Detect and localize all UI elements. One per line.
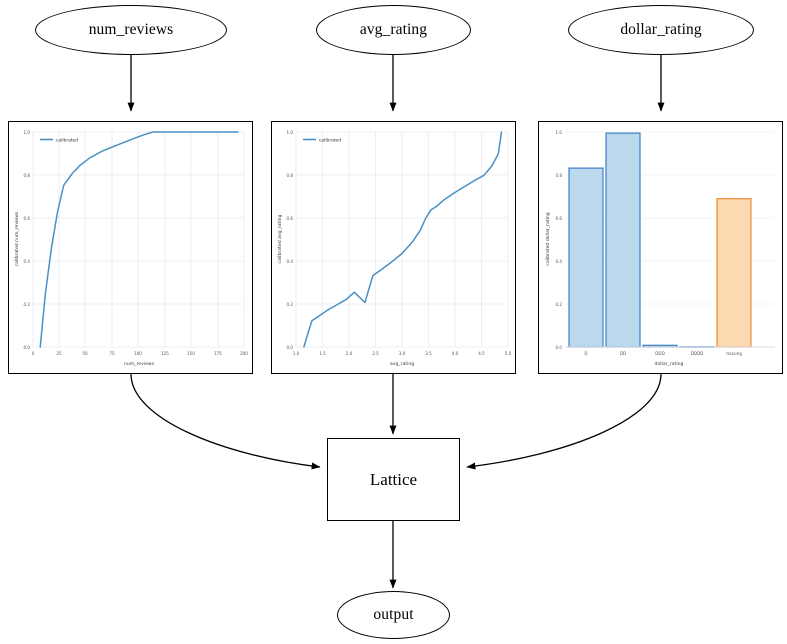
node-lattice-label: Lattice — [369, 469, 418, 489]
chart-num-reviews: calibrated 0.0 0.2 0.4 0.6 0.8 1.0 0 25 … — [9, 122, 252, 373]
y-axis-title: calibrated avg_rating — [277, 214, 283, 263]
calibrator-plot-dollar-rating[interactable]: 0.0 0.2 0.4 0.6 0.8 1.0 D DD DDD DDDD mi… — [538, 121, 783, 374]
legend: calibrated — [40, 137, 78, 143]
xtick-label: 3.5 — [425, 351, 432, 356]
ytick-label: 0.6 — [23, 216, 30, 221]
ytick-label: 0.0 — [23, 345, 30, 350]
xtick-label: 50 — [82, 351, 88, 356]
xtick-label: 5.0 — [505, 351, 512, 356]
calibrator-plot-avg-rating[interactable]: calibrated 0.0 0.2 0.4 0.6 0.8 1.0 1.0 1… — [271, 121, 516, 374]
node-num-reviews[interactable]: num_reviews — [35, 5, 227, 55]
x-axis-title: num_reviews — [124, 361, 155, 367]
grid-lines — [32, 131, 245, 348]
ytick-label: 0.2 — [23, 302, 30, 307]
xtick-label: 1.5 — [319, 351, 326, 356]
node-num-reviews-label: num_reviews — [88, 21, 174, 38]
xtick-label: 200 — [240, 351, 248, 356]
chart-avg-rating: calibrated 0.0 0.2 0.4 0.6 0.8 1.0 1.0 1… — [272, 122, 515, 373]
ytick-label: 0.6 — [555, 216, 562, 221]
grid-lines — [295, 131, 509, 348]
xtick-label: 25 — [56, 351, 62, 356]
calibrator-plot-num-reviews[interactable]: calibrated 0.0 0.2 0.4 0.6 0.8 1.0 0 25 … — [8, 121, 253, 374]
xtick-label: 2.0 — [346, 351, 353, 356]
legend-label-calibrated: calibrated — [319, 137, 341, 143]
x-axis-title: dollar_rating — [655, 361, 684, 367]
node-dollar-rating[interactable]: dollar_rating — [568, 5, 754, 55]
ytick-label: 0.0 — [286, 345, 293, 350]
y-axis-title: calibrated num_reviews — [14, 211, 20, 266]
xtick-label: 150 — [187, 351, 195, 356]
node-output-label: output — [373, 606, 414, 623]
xtick-label: 125 — [161, 351, 169, 356]
bar-DD — [605, 132, 641, 348]
node-avg-rating[interactable]: avg_rating — [316, 5, 471, 55]
node-dollar-rating-label: dollar_rating — [620, 21, 702, 38]
x-axis-title: avg_rating — [390, 361, 414, 367]
ytick-label: 0.0 — [555, 345, 562, 350]
series-calibrated-line — [303, 131, 503, 348]
xtick-label: DDD — [655, 351, 664, 356]
xtick-label: DD — [620, 351, 626, 356]
ytick-label: 0.4 — [286, 259, 293, 264]
ytick-label: 0.2 — [555, 302, 562, 307]
y-axis-title: calibrated dollar_rating — [545, 212, 551, 265]
chart-dollar-rating: 0.0 0.2 0.4 0.6 0.8 1.0 D DD DDD DDDD mi… — [539, 122, 782, 373]
bar-series — [568, 132, 752, 348]
series-calibrated-line — [39, 131, 239, 348]
ytick-label: 0.8 — [555, 173, 562, 178]
ytick-label: 0.4 — [23, 259, 30, 264]
bar-missing — [716, 198, 752, 348]
xtick-label: 4.0 — [452, 351, 459, 356]
ytick-label: 0.8 — [23, 173, 30, 178]
node-output[interactable]: output — [337, 591, 450, 639]
ytick-label: 0.2 — [286, 302, 293, 307]
legend-label-calibrated: calibrated — [56, 137, 78, 143]
xtick-label: 100 — [134, 351, 142, 356]
edge-calibrator-dollar-rating-to-lattice — [466, 373, 662, 470]
plot-area-background — [33, 132, 245, 347]
node-avg-rating-label: avg_rating — [359, 21, 428, 38]
xtick-label: 3.0 — [399, 351, 406, 356]
xtick-label: missing — [726, 351, 742, 356]
edge-calibrator-num-reviews-to-lattice — [130, 373, 321, 470]
node-lattice[interactable]: Lattice — [327, 438, 460, 521]
xtick-label: 4.5 — [478, 351, 485, 356]
ytick-label: 1.0 — [555, 130, 562, 135]
xtick-label: 175 — [214, 351, 222, 356]
legend: calibrated — [303, 137, 341, 143]
xtick-label: 75 — [109, 351, 115, 356]
xtick-label: 2.5 — [372, 351, 379, 356]
xtick-label: D — [584, 351, 587, 356]
ytick-label: 1.0 — [23, 130, 30, 135]
xtick-label: 0 — [32, 351, 35, 356]
ytick-label: 0.6 — [286, 216, 293, 221]
ytick-label: 0.8 — [286, 173, 293, 178]
xtick-label: DDDD — [691, 351, 704, 356]
ytick-label: 1.0 — [286, 130, 293, 135]
bar-D — [568, 167, 604, 348]
ytick-label: 0.4 — [555, 259, 562, 264]
xtick-label: 1.0 — [293, 351, 300, 356]
